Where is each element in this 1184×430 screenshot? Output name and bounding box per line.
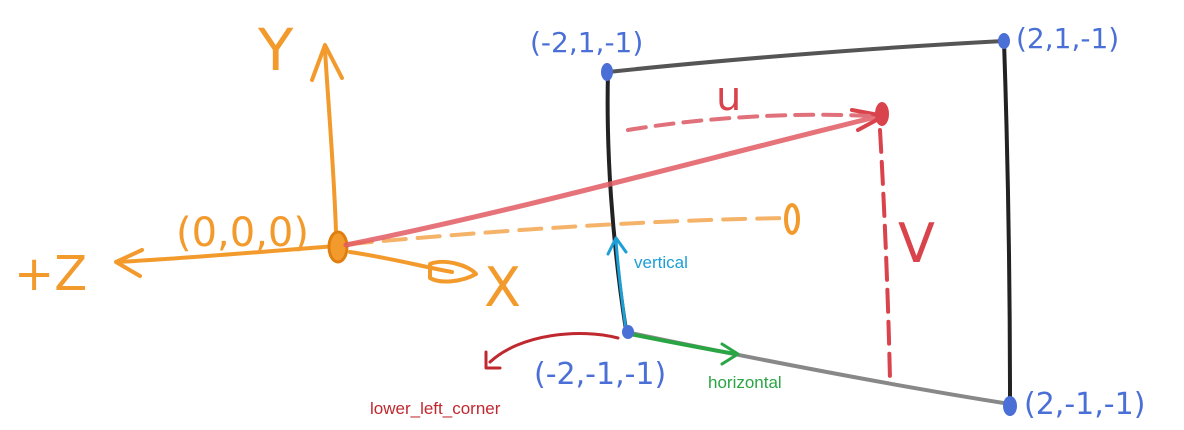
center-point xyxy=(784,203,800,235)
bottom-right-corner-label: (2,-1,-1) xyxy=(1024,387,1145,422)
vertical-vector xyxy=(614,238,628,332)
target-point xyxy=(875,102,889,126)
lower-left-corner-arc xyxy=(488,332,620,364)
plane-left-edge xyxy=(605,70,628,332)
origin-label: (0,0,0) xyxy=(176,210,309,256)
z-axis-arrowhead xyxy=(114,248,144,278)
vertical-vector-arrowhead xyxy=(606,236,628,256)
plane-top-edge xyxy=(606,39,1006,74)
corner-point-top-right xyxy=(998,33,1010,49)
origin-point xyxy=(327,230,349,264)
center-dashed-ray xyxy=(348,216,792,246)
y-axis-arrow xyxy=(323,48,338,234)
corner-point-top-left xyxy=(601,63,613,81)
horizontal-label: horizontal xyxy=(708,373,782,392)
v-label: V xyxy=(898,212,935,275)
x-axis-label: X xyxy=(484,256,521,319)
plane-right-edge xyxy=(1002,39,1012,406)
x-axis-arrowhead xyxy=(428,259,478,284)
top-right-corner-label: (2,1,-1) xyxy=(1016,22,1119,55)
y-axis-arrowhead xyxy=(310,43,344,82)
y-axis-label: Y xyxy=(257,16,294,84)
horizontal-vector xyxy=(628,332,738,356)
lower-left-corner-label: lower_left_corner xyxy=(370,399,501,418)
corner-point-bottom-right xyxy=(1003,396,1017,416)
z-axis-label: +Z xyxy=(14,246,87,302)
lower-left-corner-arrowhead xyxy=(484,350,502,370)
horizontal-vector-arrowhead xyxy=(720,342,740,366)
top-left-corner-label: (-2,1,-1) xyxy=(530,26,643,59)
x-axis-arrow xyxy=(348,250,454,274)
red-ray xyxy=(343,113,883,248)
v-dashed-line xyxy=(878,128,892,382)
bottom-left-corner-label: (-2,-1,-1) xyxy=(534,357,666,392)
u-dashed-arc xyxy=(626,112,874,132)
corner-point-bottom-left xyxy=(622,325,634,339)
z-axis-arrow xyxy=(116,244,338,264)
u-label: u xyxy=(716,74,741,120)
vertical-label: vertical xyxy=(634,253,688,272)
